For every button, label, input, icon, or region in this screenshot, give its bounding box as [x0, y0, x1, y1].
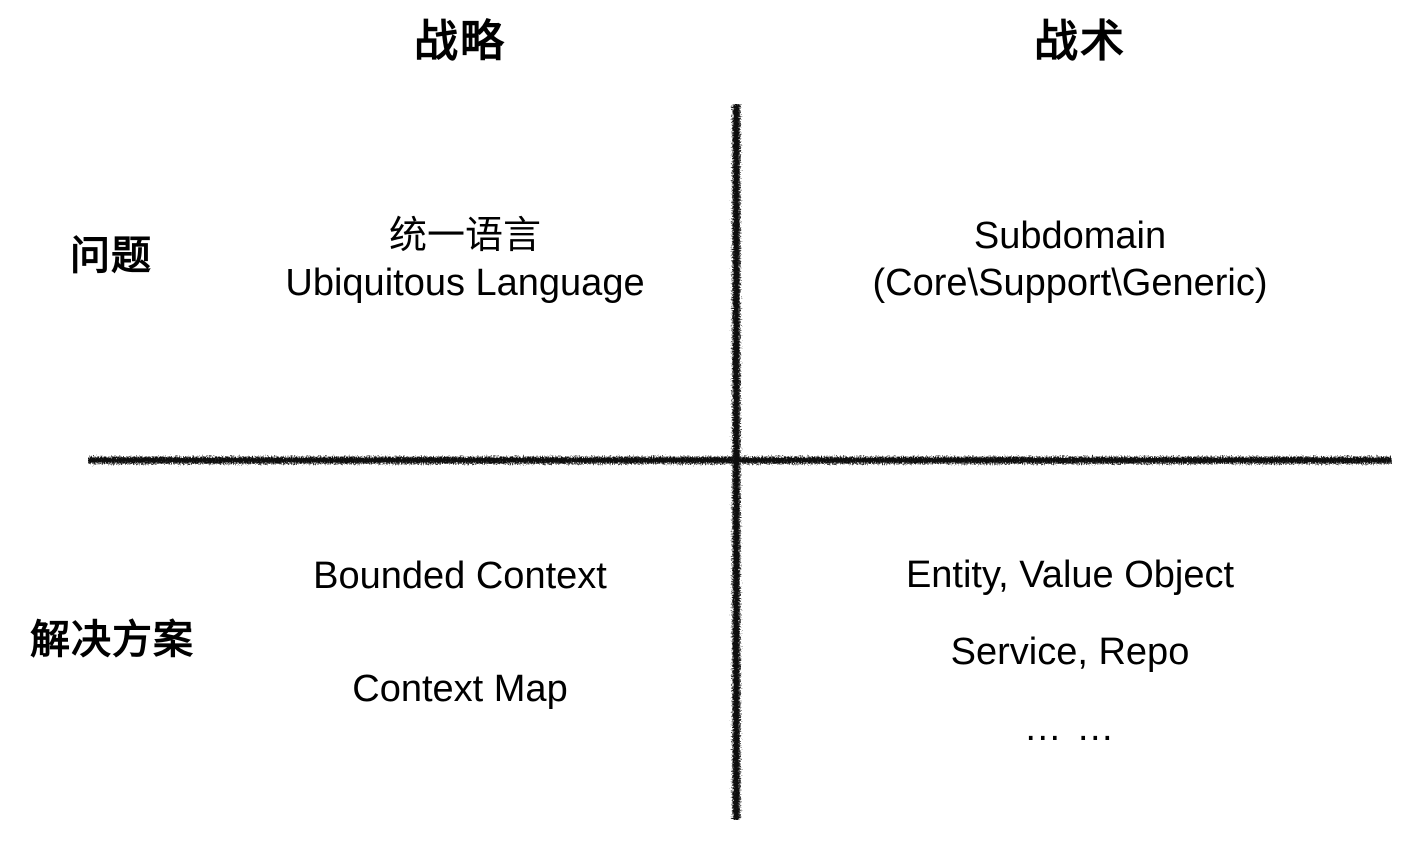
quadrant-text-line: Context Map: [352, 668, 568, 711]
quadrant-solution-tactics: Entity, Value Object Service, Repo … …: [810, 552, 1330, 752]
row-label-problem: 问题: [70, 234, 152, 278]
column-header-strategy: 战略: [414, 17, 506, 66]
row-label-solution: 解决方案: [30, 618, 194, 662]
quadrant-text-line: Entity, Value Object: [905, 554, 1235, 596]
quadrant-text-line: 统一语言: [388, 215, 541, 257]
quadrant-text-line: Subdomain: [973, 215, 1167, 257]
quadrant-text-line: Ubiquitous Language: [285, 262, 645, 305]
vertical-axis-line: [720, 104, 752, 820]
quadrant-problem-tactics: Subdomain (Core\Support\Generic): [800, 213, 1340, 307]
quadrant-text-line: Service, Repo: [950, 631, 1190, 674]
quadrant-problem-strategy: 统一语言 Ubiquitous Language: [210, 213, 720, 307]
quadrant-text-line: Bounded Context: [313, 555, 607, 597]
quadrant-ellipsis-text: … …: [1023, 707, 1117, 750]
quadrant-solution-strategy: Bounded Context Context Map: [200, 553, 720, 713]
horizontal-axis-line: [88, 446, 1392, 474]
column-header-tactics: 战术: [1034, 17, 1126, 66]
quadrant-text-line: (Core\Support\Generic): [872, 262, 1268, 305]
